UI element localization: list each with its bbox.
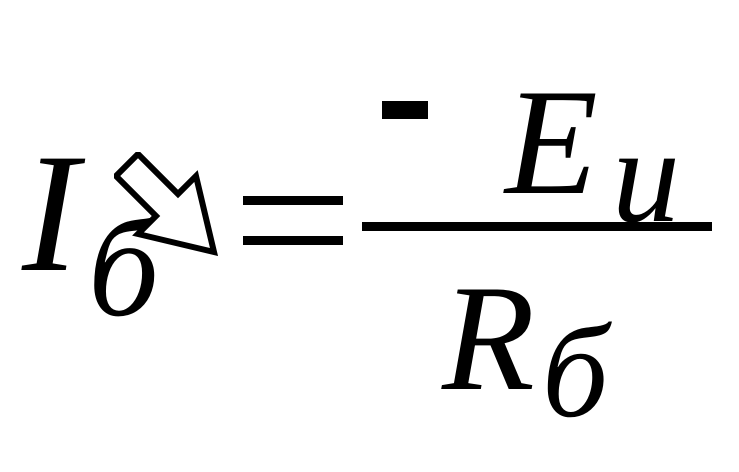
hollow-arrow-down-right-icon xyxy=(114,152,218,256)
denominator-variable: R xyxy=(442,254,535,422)
fraction-bar xyxy=(362,222,712,231)
lhs-variable: I xyxy=(22,119,79,307)
numerator-minus-sign xyxy=(382,101,428,119)
denominator-subscript: б xyxy=(542,298,609,445)
equals-bottom-bar xyxy=(243,236,343,245)
numerator-subscript: u xyxy=(612,101,680,251)
numerator-variable: E xyxy=(505,58,598,226)
equals-top-bar xyxy=(243,196,343,205)
lhs-subscript: б xyxy=(88,188,160,346)
equals-sign xyxy=(243,196,343,246)
